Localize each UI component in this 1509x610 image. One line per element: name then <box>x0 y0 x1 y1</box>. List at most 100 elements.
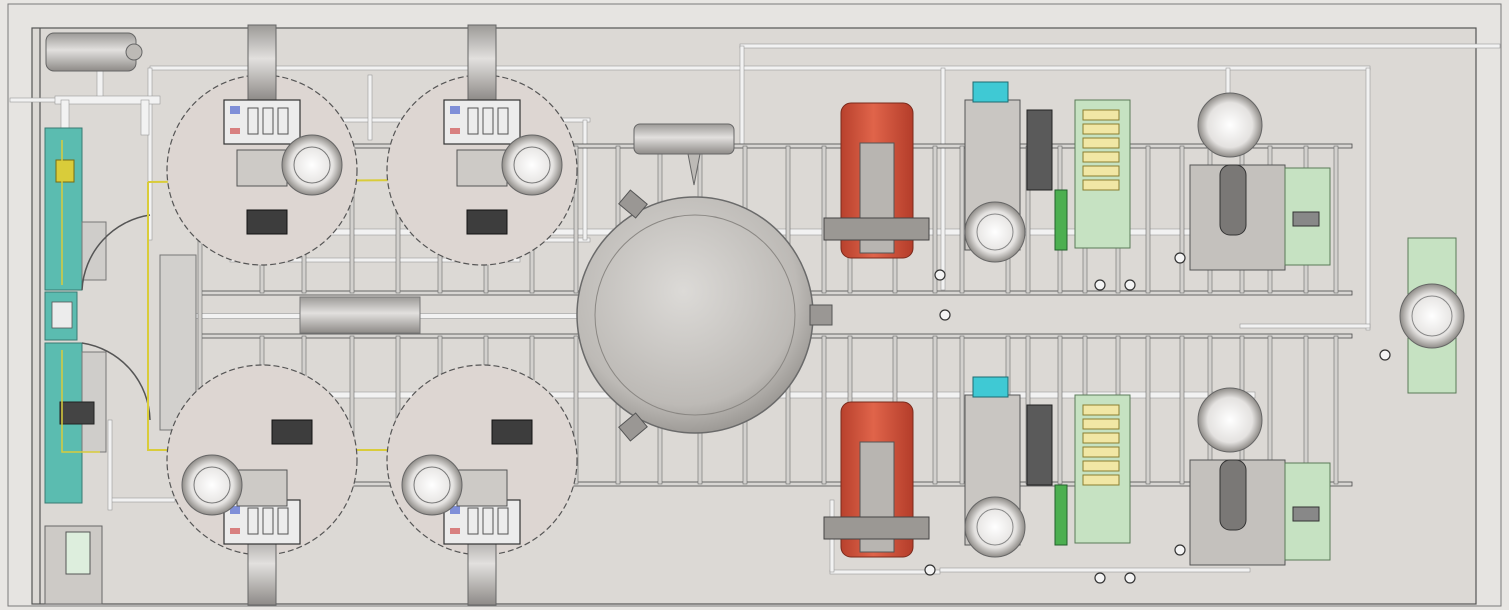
junction-box <box>51 301 73 329</box>
cable-tray <box>61 350 100 453</box>
frame-post <box>1333 335 1339 485</box>
vent <box>1292 506 1320 522</box>
frame-post <box>1179 335 1185 485</box>
filter-cartridge <box>1082 432 1120 444</box>
pipe <box>939 567 1251 573</box>
vent <box>1292 211 1320 227</box>
horizontal-tank <box>45 32 137 72</box>
pipe <box>367 74 373 141</box>
frame-rail <box>199 143 1353 149</box>
drive-motor <box>271 419 313 445</box>
cyan-module <box>972 376 1009 398</box>
filter-cartridge <box>1082 418 1120 430</box>
pipe <box>940 67 946 291</box>
heat-exchanger <box>633 123 735 155</box>
breaker <box>497 107 509 135</box>
pipe <box>149 65 1371 71</box>
valve-handle <box>1094 572 1106 584</box>
breaker <box>247 507 259 535</box>
teal-panel <box>44 127 83 291</box>
breaker <box>262 107 274 135</box>
compressor <box>1219 459 1247 531</box>
filter-cartridge <box>1082 460 1120 472</box>
valve-handle <box>1379 349 1391 361</box>
horizontal-cylinder <box>299 296 421 334</box>
indicator-blue <box>450 106 460 114</box>
pipe <box>582 119 588 241</box>
cyan-module <box>972 81 1009 103</box>
frame-post <box>1179 145 1185 294</box>
exhaust-stack <box>467 24 497 101</box>
pipe <box>54 95 161 105</box>
agitator-ring <box>293 146 331 184</box>
pump-motor <box>59 401 95 425</box>
filter-unit <box>964 376 1131 558</box>
frame-post <box>959 145 965 294</box>
valve-handle <box>939 309 951 321</box>
red-vessel <box>823 102 930 259</box>
frame-post <box>1145 335 1151 485</box>
equipment <box>44 24 1465 606</box>
pipe <box>739 43 1501 49</box>
indicator-blue <box>450 506 460 514</box>
frame-post <box>1057 335 1063 485</box>
frame-post <box>573 145 579 294</box>
drive-motor <box>466 209 508 235</box>
breaker <box>262 507 274 535</box>
breaker <box>482 507 494 535</box>
indicator-blue <box>230 506 240 514</box>
valve-handle <box>1174 252 1186 264</box>
vessel-mount <box>823 516 930 540</box>
drive-motor <box>246 209 288 235</box>
agitator-flange <box>501 134 563 196</box>
frame-post <box>1303 335 1309 485</box>
valve-handle <box>1124 572 1136 584</box>
indicator-red <box>450 528 460 534</box>
status-bar <box>1054 484 1068 546</box>
filter-cartridge <box>1082 109 1120 121</box>
mixer-base <box>456 469 508 507</box>
pipe <box>829 569 941 575</box>
valve-handle <box>1124 279 1136 291</box>
pipe <box>1365 67 1371 331</box>
agitator-ring <box>413 466 451 504</box>
tank-end-cap <box>125 43 143 61</box>
drive-motor <box>491 419 533 445</box>
breaker <box>497 507 509 535</box>
reactor <box>166 364 358 606</box>
pipe <box>140 99 150 136</box>
valve-handle <box>924 564 936 576</box>
frame-post <box>1333 145 1339 294</box>
valve <box>55 159 75 183</box>
vessel-mount <box>823 217 930 241</box>
mixer-base <box>456 149 508 187</box>
pipe <box>1239 323 1371 329</box>
filter-unit <box>964 81 1131 263</box>
chiller-fan <box>1197 387 1263 453</box>
chiller <box>1189 387 1331 566</box>
breaker <box>482 107 494 135</box>
compressor <box>1219 164 1247 236</box>
chiller <box>1189 92 1331 271</box>
breaker <box>247 107 259 135</box>
external-fan-ring <box>1411 295 1453 337</box>
indicator-red <box>450 128 460 134</box>
terminal-strip <box>1026 109 1053 191</box>
filter-cartridge <box>1082 151 1120 163</box>
frame-post <box>573 335 579 485</box>
tank-nozzle <box>809 304 833 326</box>
pipe <box>107 419 113 511</box>
valve-handle <box>1174 544 1186 556</box>
frame-post <box>821 335 827 485</box>
indicator-blue <box>230 106 240 114</box>
frame-rail <box>199 481 1353 487</box>
frame-post <box>959 335 965 485</box>
frame-post <box>932 335 938 485</box>
tank-rim <box>594 214 796 416</box>
reactor <box>386 24 578 266</box>
filter-cartridge <box>1082 446 1120 458</box>
breaker <box>467 107 479 135</box>
pump-ring <box>976 213 1014 251</box>
indicator-red <box>230 128 240 134</box>
